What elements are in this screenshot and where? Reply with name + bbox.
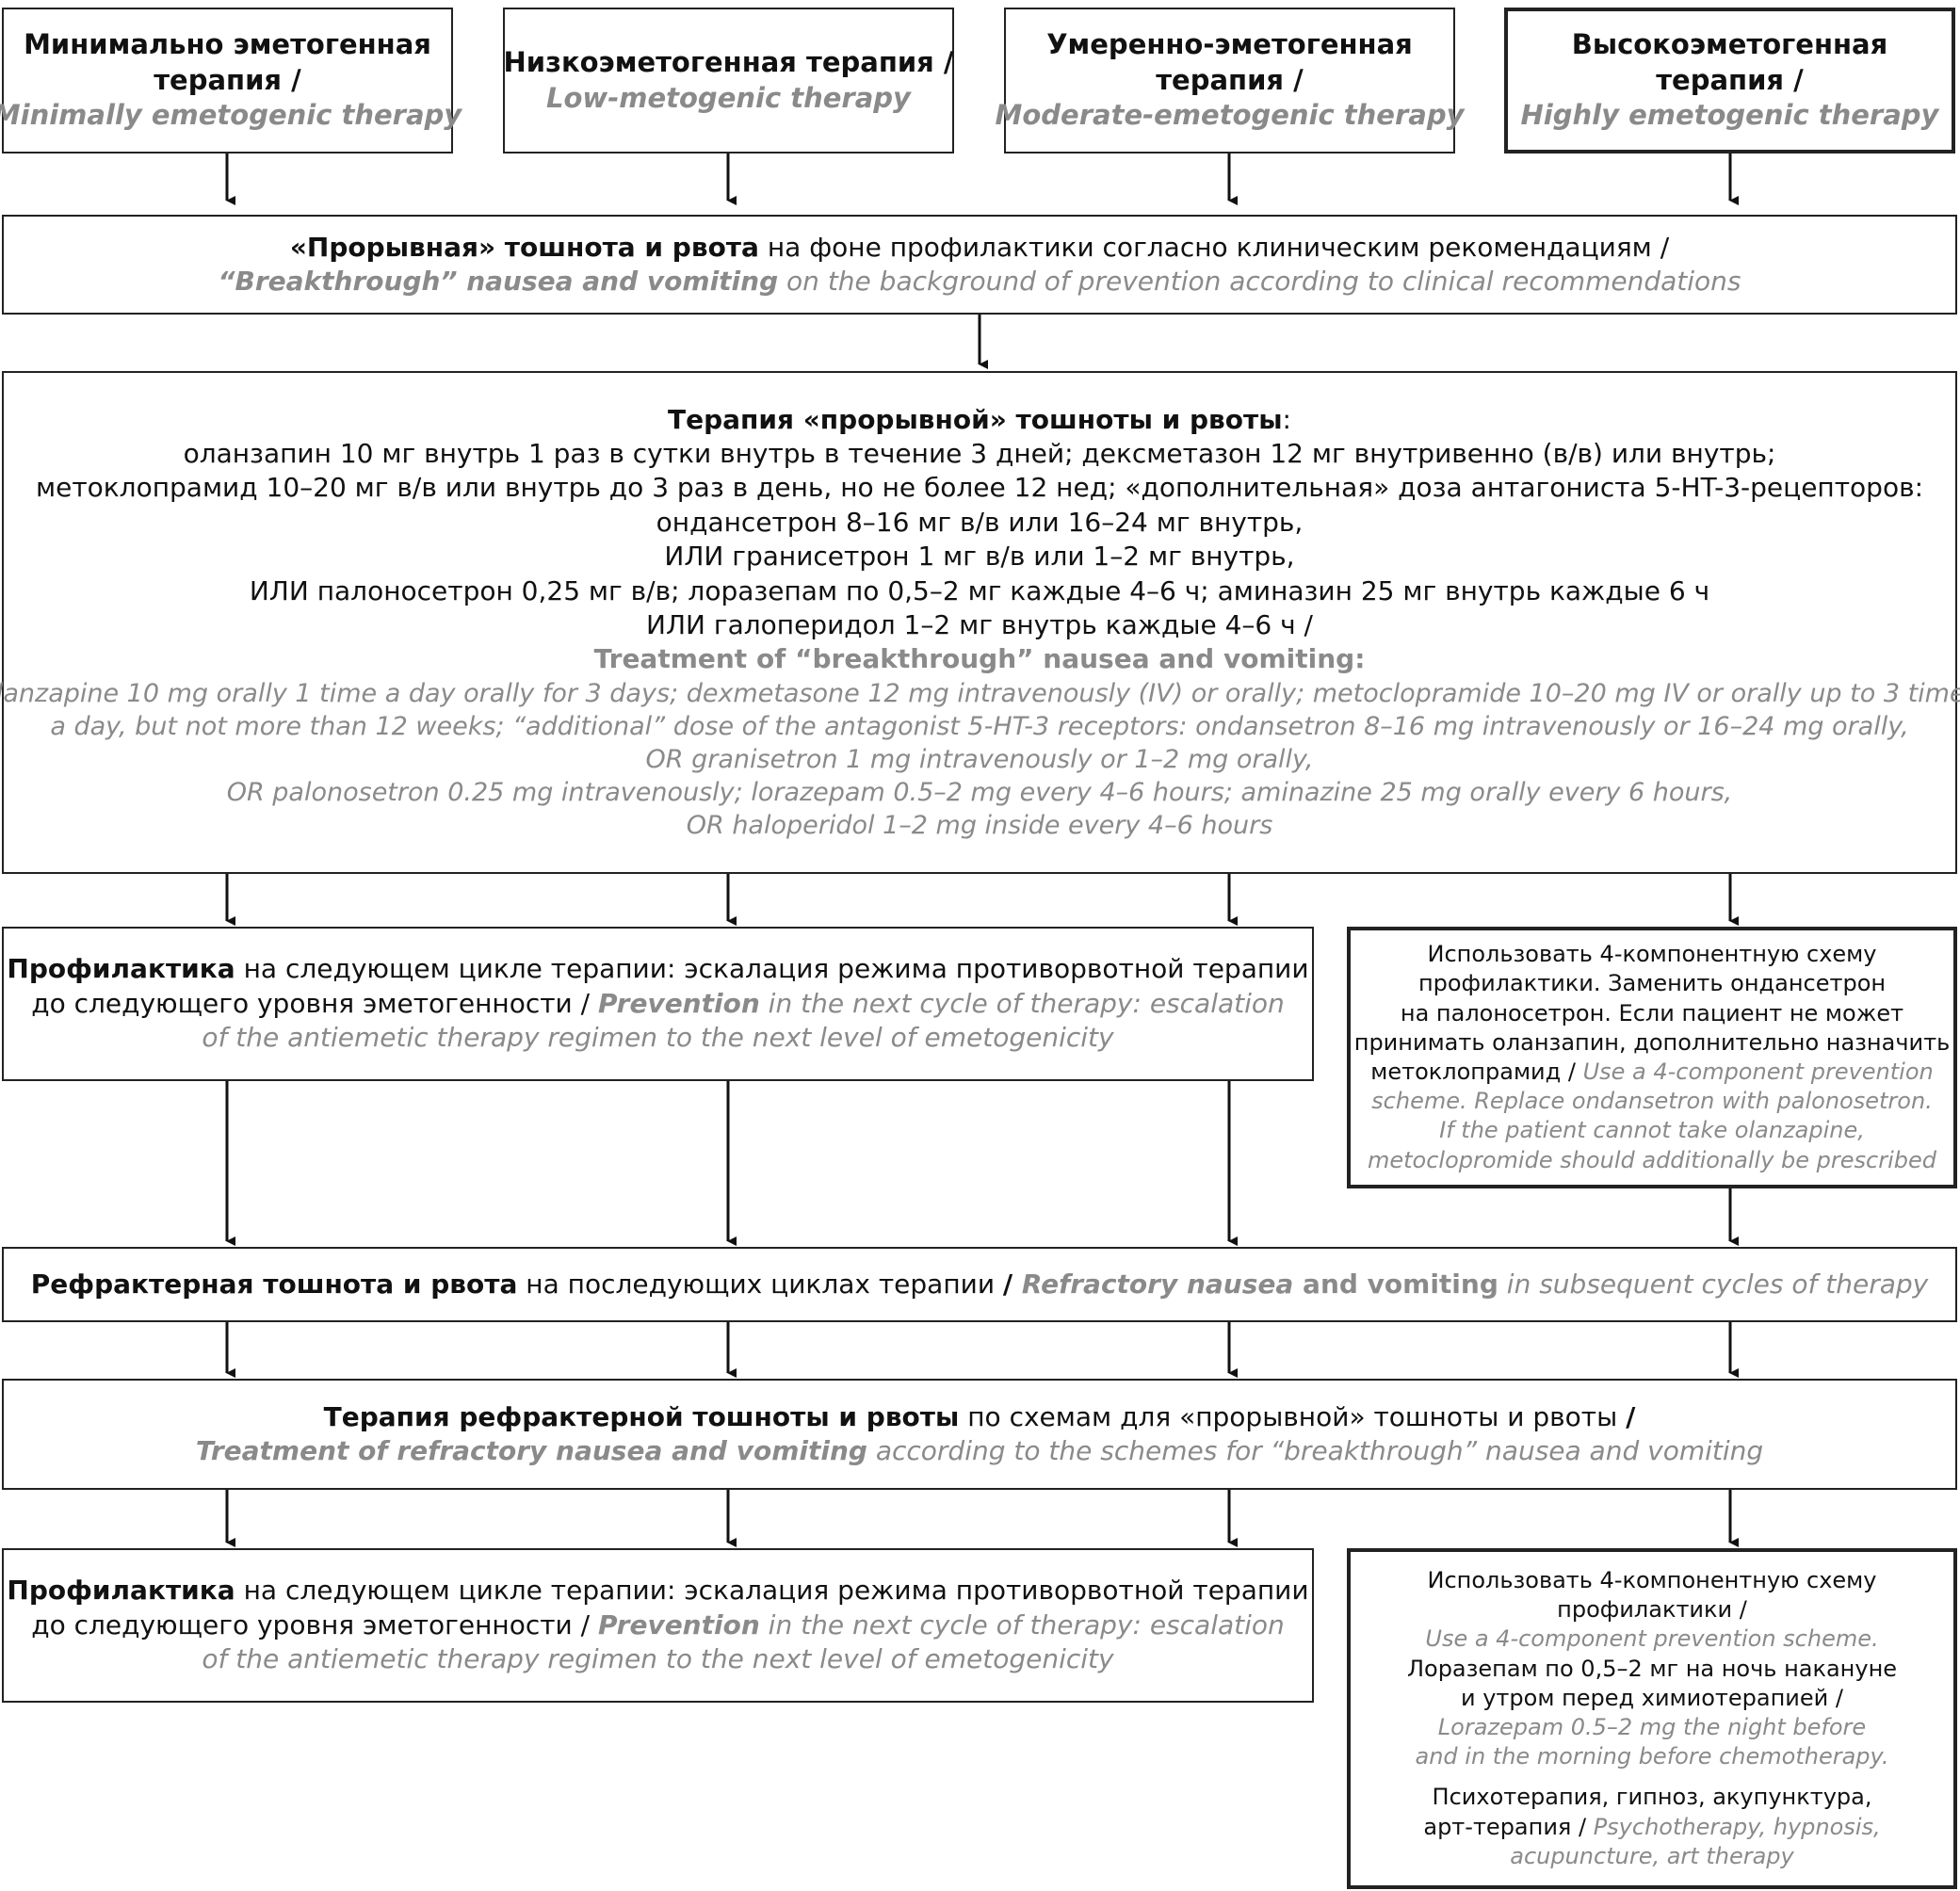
refractory-box: Рефрактерная тошнота и рвота на последую… xyxy=(2,1247,1957,1322)
box-en-line: Low-metogenic therapy xyxy=(546,81,911,114)
four-component-ru-line: Использовать 4-компонентную схему xyxy=(1427,941,1877,968)
breakthrough-box: «Прорывная» тошнота и рвота на фоне проф… xyxy=(2,215,1957,315)
treatment-title-ru: Терапия «прорывной» тошноты и рвоты xyxy=(668,403,1283,435)
refractory-and-vomiting: and vomiting xyxy=(1293,1268,1498,1300)
refractory-treatment-title-ru: Терапия рефрактерной тошноты и рвоты xyxy=(323,1400,960,1432)
box-ru-line: терапия / xyxy=(154,63,301,96)
four-component2-ru-line: Лоразепам по 0,5–2 мг на ночь накануне xyxy=(1406,1655,1898,1682)
refractory-text-ru: на последующих циклах терапии xyxy=(517,1268,1003,1300)
four-component-en-first: Use a 4-component prevention xyxy=(1582,1059,1934,1085)
refractory-treatment-text-en: according to the schemes for “breakthrou… xyxy=(867,1435,1764,1466)
prevention-text-ru: на следующем цикле терапии: эскалация ре… xyxy=(235,953,1309,985)
prevention-text-en: in the next cycle of therapy: escalation xyxy=(759,987,1285,1019)
treatment-title-en: Treatment of “breakthrough” nausea and v… xyxy=(593,643,1366,675)
refractory-text-en: in subsequent cycles of therapy xyxy=(1498,1268,1929,1300)
four-component2-en-line: acupuncture, art therapy xyxy=(1510,1842,1794,1869)
four-component2-en-line: Use a 4-component prevention scheme. xyxy=(1425,1625,1879,1653)
breakthrough-title-ru: «Прорывная» тошнота и рвота xyxy=(289,231,759,263)
treatment-en-line: OR haloperidol 1–2 mg inside every 4–6 h… xyxy=(686,811,1273,841)
box-ru-line: Низкоэметогенная терапия / xyxy=(503,45,954,78)
low-emetogenic-box: Низкоэметогенная терапия / Low-metogenic… xyxy=(503,8,954,154)
moderate-emetogenic-box: Умеренно-эметогенная терапия / Moderate-… xyxy=(996,8,1465,154)
refractory-treatment-title-en: Treatment of refractory nausea and vomit… xyxy=(195,1435,867,1466)
prevention-title-ru: Профилактика xyxy=(7,953,235,985)
treatment-ru-line: ИЛИ гранисетрон 1 мг в/в или 1–2 мг внут… xyxy=(664,541,1295,573)
box-en-line: Moderate-emetogenic therapy xyxy=(995,99,1465,132)
breakthrough-title-en: “Breakthrough” nausea and vomiting xyxy=(218,266,779,297)
refractory-slash: / xyxy=(1002,1268,1022,1300)
four-component2-ru-line: профилактики / xyxy=(1557,1596,1747,1624)
four-component2-ru-line: Психотерапия, гипноз, акупунктура, xyxy=(1432,1784,1872,1811)
four-component2-ru-line: и утром перед химиотерапией / xyxy=(1461,1684,1843,1711)
treatment-ru-line: ондансетрон 8–16 мг в/в или 16–24 мг вну… xyxy=(656,506,1304,538)
treatment-ru-line: ИЛИ палоносетрон 0,25 мг в/в; лоразепам … xyxy=(249,574,1710,606)
treatment-en-line: OR palonosetron 0.25 mg intravenously; l… xyxy=(226,778,1733,808)
four-component-box-1: Использовать 4-компонентную схему профил… xyxy=(1347,927,1957,1188)
prevention-box-2: Профилактика на следующем цикле терапии:… xyxy=(2,1548,1314,1703)
prevention-text-en: in the next cycle of therapy: escalation xyxy=(759,1608,1285,1640)
treatment-en-line: olanzapine 10 mg orally 1 time a day ora… xyxy=(0,678,1960,708)
box-ru-line: Минимально эметогенная xyxy=(24,27,431,60)
minimally-emetogenic-box: Минимально эметогенная терапия / Minimal… xyxy=(0,8,462,154)
box-ru-line: Умеренно-эметогенная xyxy=(1046,27,1413,60)
prevention-text-en-2: of the antiemetic therapy regimen to the… xyxy=(202,1643,1114,1675)
prevention-text-ru: на следующем цикле терапии: эскалация ре… xyxy=(235,1575,1309,1607)
four-component2-ru-line: арт-терапия / xyxy=(1423,1813,1594,1840)
four-component-ru-line: принимать оланзапин, дополнительно назна… xyxy=(1353,1028,1951,1056)
four-component-ru-line: на палоносетрон. Если пациент не может xyxy=(1400,999,1904,1026)
refractory-treatment-slash: / xyxy=(1626,1400,1636,1432)
breakthrough-text-ru: на фоне профилактики согласно клинически… xyxy=(758,231,1670,263)
prevention-text-ru-2: до следующего уровня эметогенности / xyxy=(31,987,598,1019)
refractory-treatment-text-ru: по схемам для «прорывной» тошноты и рвот… xyxy=(959,1400,1627,1432)
four-component-en-line: metoclopromide should additionally be pr… xyxy=(1367,1146,1937,1173)
four-component2-en-line: Psychotherapy, hypnosis, xyxy=(1593,1813,1881,1840)
highly-emetogenic-box: Высокоэметогенная терапия / Highly emeto… xyxy=(1504,8,1955,154)
treatment-ru-line: ИЛИ галоперидол 1–2 мг внутрь каждые 4–6… xyxy=(646,609,1313,641)
four-component2-en-line: Lorazepam 0.5–2 mg the night before xyxy=(1437,1714,1867,1740)
prevention-title-en: Prevention xyxy=(597,1608,760,1640)
four-component2-en-line: and in the morning before chemotherapy. xyxy=(1415,1743,1889,1770)
prevention-title-ru: Профилактика xyxy=(7,1575,235,1607)
four-component-ru-last: метоклопрамид / xyxy=(1370,1059,1583,1085)
four-component2-ru-line: Использовать 4-компонентную схему xyxy=(1427,1567,1877,1594)
four-component-en-line: scheme. Replace ondansetron with palonos… xyxy=(1371,1088,1933,1115)
box-ru-line: Высокоэметогенная xyxy=(1571,27,1888,60)
breakthrough-treatment-box: Терапия «прорывной» тошноты и рвоты: ола… xyxy=(0,371,1960,874)
four-component-box-2: Использовать 4-компонентную схему профил… xyxy=(1347,1548,1957,1889)
refractory-treatment-box: Терапия рефрактерной тошноты и рвоты по … xyxy=(2,1379,1957,1490)
box-en-line: Minimally emetogenic therapy xyxy=(0,99,462,132)
treatment-ru-line: оланзапин 10 мг внутрь 1 раз в сутки вну… xyxy=(183,438,1776,470)
breakthrough-text-en: on the background of prevention accordin… xyxy=(778,266,1741,297)
box-ru-line: терапия / xyxy=(1656,63,1804,96)
box-ru-line: терапия / xyxy=(1156,63,1304,96)
prevention-box-1: Профилактика на следующем цикле терапии:… xyxy=(2,927,1314,1081)
refractory-title-ru: Рефрактерная тошнота и рвота xyxy=(30,1268,518,1300)
treatment-en-line: a day, but not more than 12 weeks; “addi… xyxy=(50,711,1909,741)
box-en-line: Highly emetogenic therapy xyxy=(1520,99,1939,132)
prevention-text-en-2: of the antiemetic therapy regimen to the… xyxy=(202,1022,1114,1054)
treatment-ru-line: метоклопрамид 10–20 мг в/в или внутрь до… xyxy=(35,472,1924,504)
refractory-title-en: Refractory nausea xyxy=(1021,1268,1294,1300)
four-component-en-line: If the patient cannot take olanzapine, xyxy=(1439,1117,1865,1144)
four-component-ru-line: профилактики. Заменить ондансетрон xyxy=(1417,970,1887,997)
treatment-title-suffix: : xyxy=(1282,403,1291,435)
treatment-en-line: OR granisetron 1 mg intravenously or 1–2… xyxy=(645,745,1314,775)
prevention-text-ru-2: до следующего уровня эметогенности / xyxy=(31,1608,598,1640)
prevention-title-en: Prevention xyxy=(597,987,760,1019)
